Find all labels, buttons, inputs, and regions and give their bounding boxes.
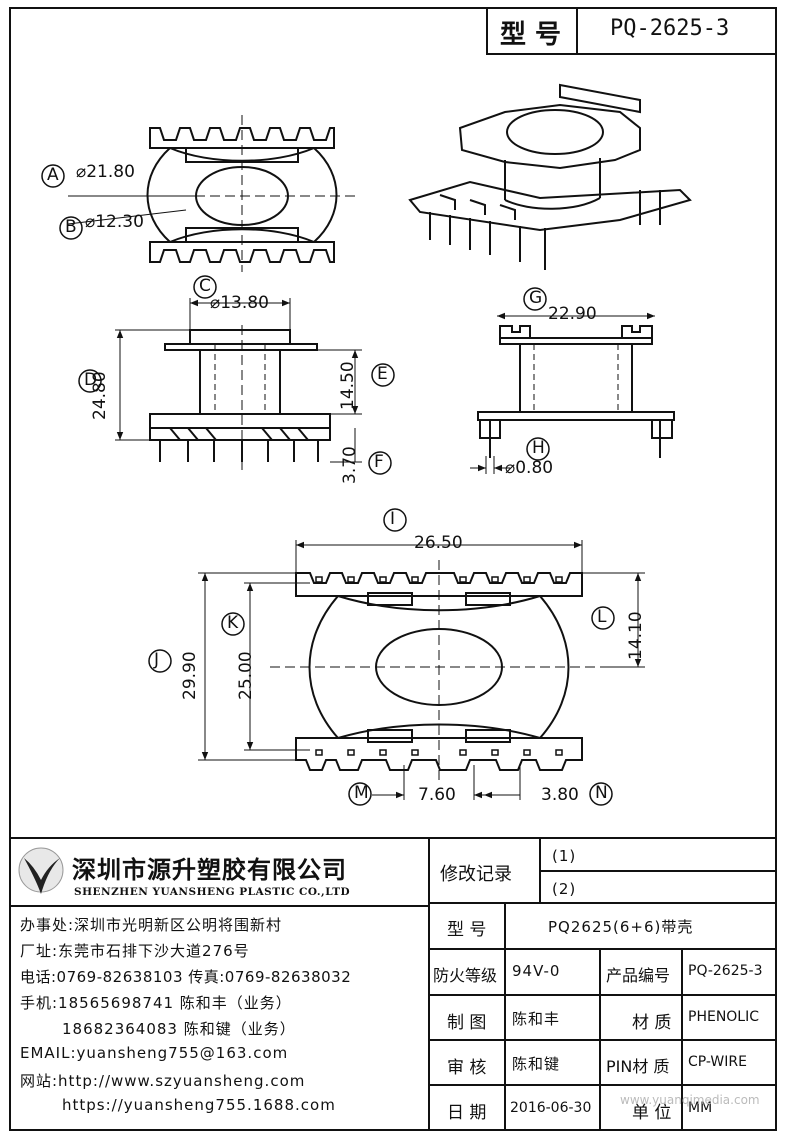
- company-phone: 电话:0769-82638103 传真:0769-82638032: [20, 968, 352, 986]
- large-view-pin-marks: [315, 576, 563, 756]
- dim-letter-c: C: [199, 276, 211, 296]
- fire-rating-label: 防火等级: [433, 966, 498, 985]
- dim-value-a: ⌀21.80: [76, 162, 135, 182]
- dim-value-f: 3.70: [340, 446, 360, 484]
- header-model-code: PQ-2625-3: [610, 16, 730, 41]
- dim-letter-d: D: [84, 370, 98, 390]
- side-view: [477, 325, 675, 458]
- dim-value-c: ⌀13.80: [210, 293, 269, 313]
- dim-value-g: 22.90: [548, 304, 597, 324]
- watermark: www.yuanqimedia.com: [620, 1093, 760, 1107]
- fire-rating-value: 94V-0: [512, 962, 561, 980]
- dim-letter-b: B: [65, 217, 77, 237]
- pin-material-label: PIN材 质: [606, 1057, 670, 1076]
- dim-value-n: 3.80: [541, 785, 579, 805]
- model-label: 型 号: [447, 920, 487, 940]
- company-mobile-1: 手机:18565698741 陈和丰（业务）: [20, 994, 292, 1012]
- dimension-letter-circles: [41, 164, 615, 806]
- drawn-by-label: 制 图: [447, 1013, 487, 1033]
- reviewed-by-value: 陈和键: [512, 1055, 561, 1073]
- revision-label: 修改记录: [440, 864, 512, 885]
- material-label: 材 质: [632, 1013, 672, 1033]
- dim-value-m: 7.60: [418, 785, 456, 805]
- dim-value-l: 14.10: [626, 611, 646, 660]
- dim-letter-n: N: [595, 783, 608, 803]
- dim-letter-j: J: [154, 650, 160, 670]
- dim-letter-k: K: [227, 613, 239, 633]
- date-value: 2016-06-30: [510, 1100, 592, 1116]
- dim-value-d: 24.80: [90, 371, 110, 420]
- dim-letter-f: F: [374, 452, 384, 472]
- dim-value-j: 29.90: [180, 651, 200, 700]
- unit-label: 单 位: [632, 1103, 672, 1123]
- dim-value-i: 26.50: [414, 533, 463, 553]
- dim-letter-l: L: [597, 607, 607, 627]
- dim-value-e: 14.50: [338, 361, 358, 410]
- front-view: [149, 329, 331, 462]
- product-no-label: 产品编号: [606, 966, 671, 985]
- company-mobile-2: 18682364083 陈和键（业务）: [62, 1020, 296, 1038]
- revision-1: (1): [552, 847, 577, 865]
- dim-letter-h: H: [532, 438, 545, 458]
- unit-value: MM: [688, 1100, 713, 1116]
- dim-letter-a: A: [47, 165, 59, 185]
- company-website-1: 网站:http://www.szyuansheng.com: [20, 1072, 306, 1090]
- pin-material-value: CP-WIRE: [688, 1054, 747, 1070]
- drawn-by-value: 陈和丰: [512, 1010, 561, 1028]
- company-factory: 厂址:东莞市石排下沙大道276号: [20, 942, 250, 960]
- company-name-en: SHENZHEN YUANSHENG PLASTIC CO.,LTD: [74, 886, 351, 898]
- revision-2: (2): [552, 880, 577, 898]
- company-name-cn: 深圳市源升塑胶有限公司: [72, 856, 347, 884]
- reviewed-by-label: 审 核: [447, 1058, 487, 1078]
- dim-value-h: ⌀0.80: [505, 458, 554, 478]
- dim-value-b: ⌀12.30: [85, 212, 144, 232]
- header-model-label: 型 号: [500, 20, 562, 50]
- company-website-2: https://yuansheng755.1688.com: [62, 1096, 336, 1114]
- date-label: 日 期: [447, 1103, 487, 1123]
- dim-letter-g: G: [529, 288, 543, 308]
- dim-letter-e: E: [377, 364, 388, 384]
- header-model-box: [486, 7, 777, 55]
- dim-letter-i: I: [390, 509, 396, 529]
- company-logo: [18, 847, 64, 894]
- dim-letter-m: M: [354, 783, 369, 803]
- model-value: PQ2625(6+6)带壳: [548, 918, 694, 936]
- company-office: 办事处:深圳市光明新区公明将围新村: [20, 916, 283, 934]
- dim-value-k: 25.00: [236, 651, 256, 700]
- company-email: EMAIL:yuansheng755@163.com: [20, 1044, 289, 1062]
- isometric-view: [408, 83, 692, 270]
- product-no-value: PQ-2625-3: [688, 963, 763, 979]
- material-value: PHENOLIC: [688, 1009, 760, 1025]
- title-block-grid: [10, 837, 776, 1130]
- sheet-border: [9, 7, 777, 1131]
